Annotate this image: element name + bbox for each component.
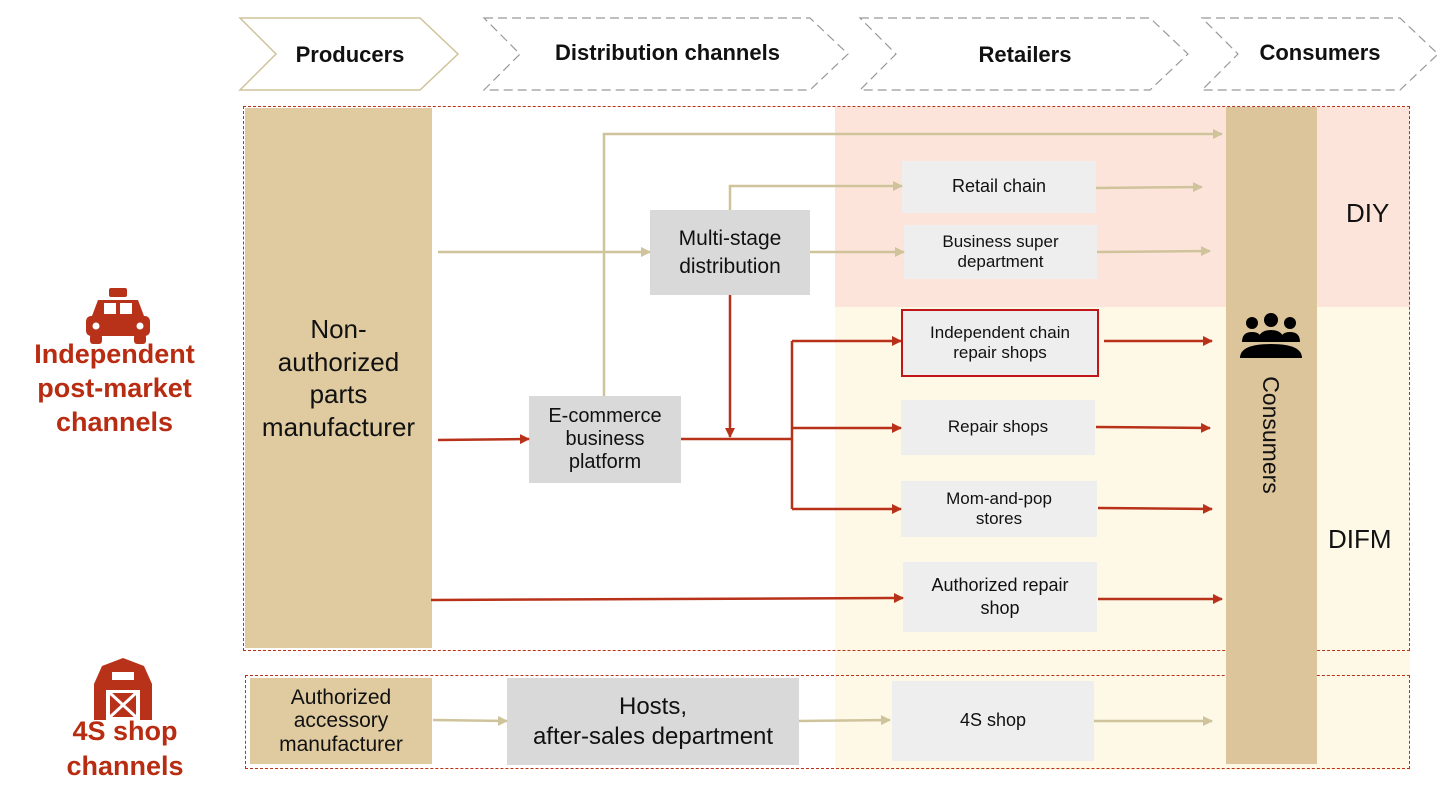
non-authorized-manufacturer: Non- authorized parts manufacturer [245,108,432,648]
people-icon [1240,313,1302,358]
independent-channels-label: Independent post-market channels [34,339,195,437]
car-icon [86,288,150,344]
repair-shops: Repair shops [901,400,1095,455]
authorized-accessory-manufacturer: Authorized accessory manufacturer [250,678,432,764]
difm-label: DIFM [1328,524,1392,554]
independent-chain-repair-shops: Independent chain repair shops [901,309,1099,377]
four-s-shop: 4S shop [892,681,1094,761]
header-consumers: Consumers [1259,40,1381,65]
hosts-after-sales: Hosts, after-sales department [507,678,799,765]
header-distribution-channels: Distribution channels [555,40,780,65]
independent-channel-frame [243,106,1410,651]
business-super-department: Business super department [904,225,1097,279]
four-s-channels-label: 4S shop channels [66,716,184,782]
diy-label: DIY [1346,198,1390,228]
four-s-channel-frame [245,675,1410,769]
header-producers: Producers [295,42,405,67]
multi-stage-distribution: Multi-stage distribution [650,210,810,295]
ecommerce-platform: E-commerce business platform [529,396,681,483]
mom-and-pop-stores: Mom-and-pop stores [901,481,1097,537]
authorized-repair-shop: Authorized repair shop [903,562,1097,632]
barn-icon [94,658,152,720]
consumers-column [1226,107,1317,764]
header-retailers: Retailers [978,42,1072,67]
retail-chain: Retail chain [902,161,1096,213]
header-chevrons [238,17,1439,91]
